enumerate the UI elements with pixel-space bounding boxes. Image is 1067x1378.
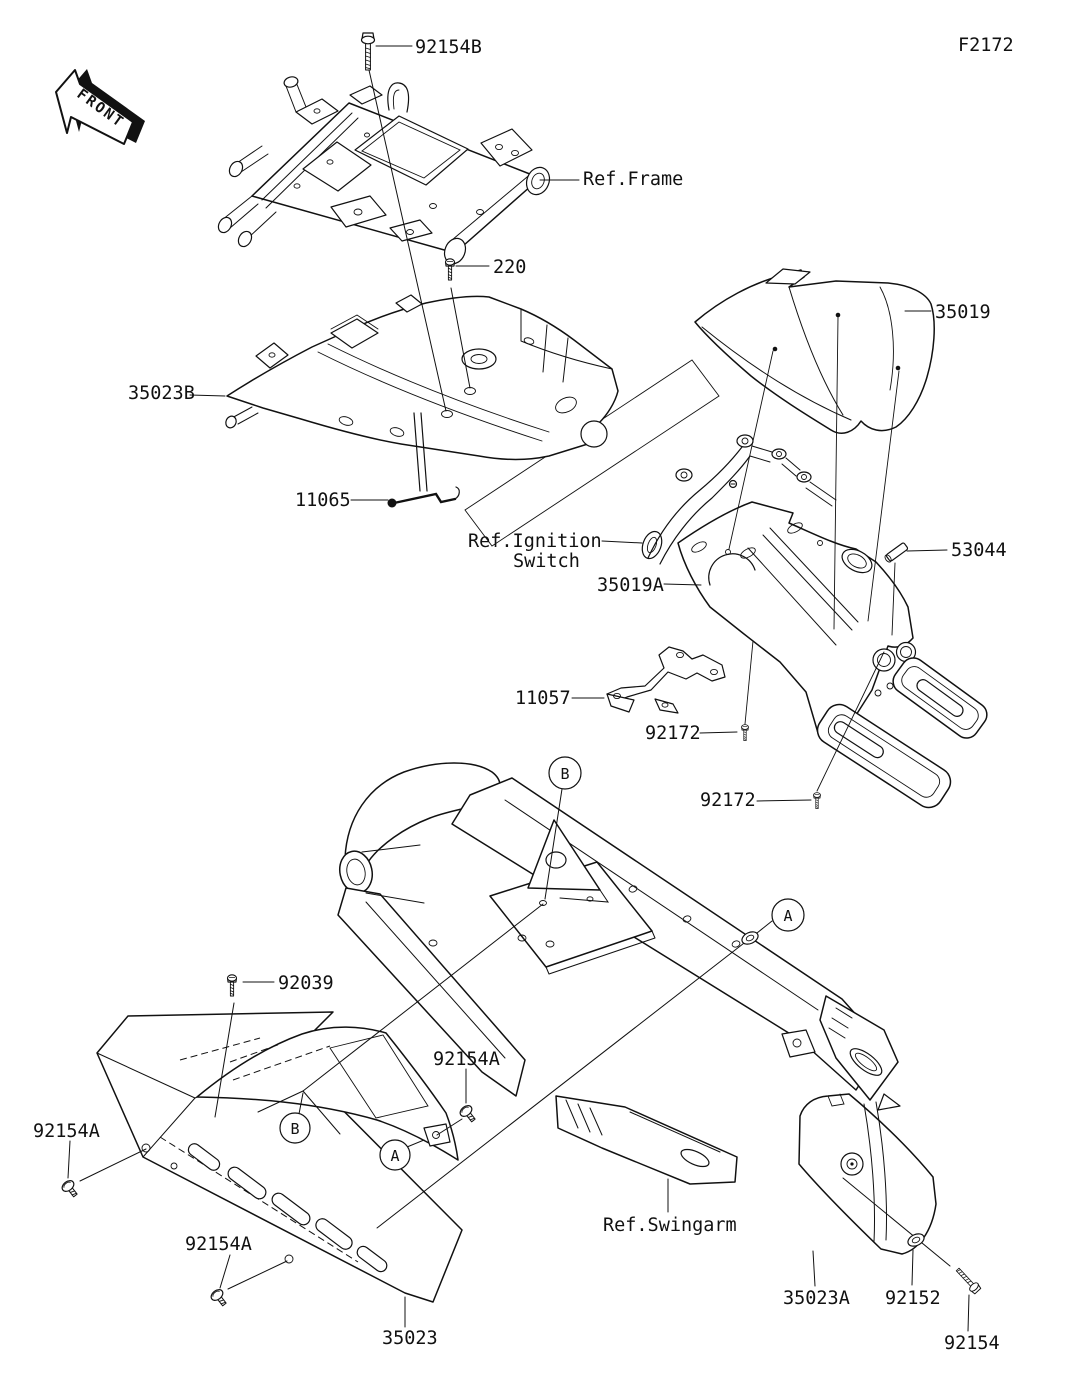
label-35019: 35019	[935, 302, 991, 323]
label-35019A: 35019A	[597, 575, 664, 596]
detail-sheet-outline	[464, 359, 720, 547]
cover-35023A	[798, 1093, 937, 1255]
label-ref-swingarm: Ref.Swingarm	[603, 1215, 737, 1236]
label-92172-upper: 92172	[645, 723, 701, 744]
pin-53044	[884, 542, 909, 563]
svg-text:A: A	[783, 907, 792, 925]
callout-b-hole	[539, 900, 547, 906]
label-11065: 11065	[295, 490, 351, 511]
label-92172-lower: 92172	[700, 790, 756, 811]
label-35023B: 35023B	[128, 383, 195, 404]
label-92154B: 92154B	[415, 37, 482, 58]
screw-220	[444, 258, 456, 281]
label-35023: 35023	[382, 1328, 438, 1349]
label-ref-ignition-1: Ref.Ignition	[468, 531, 602, 552]
fender-35019A	[677, 501, 988, 809]
label-11057: 11057	[515, 688, 571, 709]
hook-11065	[387, 412, 460, 508]
plate-bar-upper	[892, 657, 988, 739]
label-92152: 92152	[885, 1288, 941, 1309]
label-ref-ignition-2: Switch	[513, 551, 580, 572]
label-35023A: 35023A	[783, 1288, 850, 1309]
label-92154A-mid: 92154A	[185, 1234, 252, 1255]
label-92154A-right: 92154A	[433, 1049, 500, 1070]
screw-92154A-mid	[208, 1286, 231, 1310]
chain-cover-35023	[96, 1011, 463, 1303]
grab-loop	[387, 82, 410, 113]
svg-text:B: B	[560, 765, 569, 783]
callout-a-right: A	[771, 898, 805, 932]
bolt-92154B	[360, 32, 376, 71]
label-92039: 92039	[278, 973, 334, 994]
bolt-92154	[953, 1265, 983, 1296]
label-92154A-left: 92154A	[33, 1121, 100, 1142]
screw-92039	[226, 974, 238, 997]
callout-b-bottom: B	[279, 1112, 311, 1144]
svg-text:A: A	[390, 1147, 399, 1165]
swingarm	[337, 762, 901, 1185]
label-ref-frame: Ref.Frame	[583, 169, 683, 190]
screw-92154A-left	[59, 1177, 82, 1201]
rear-frame	[217, 76, 551, 265]
plate-bar-lower	[816, 703, 952, 809]
drawing-code: F2172	[958, 35, 1014, 56]
screw-92172-upper	[741, 724, 749, 742]
front-arrow: FRONT	[55, 69, 145, 145]
label-220: 220	[493, 257, 526, 278]
callout-a-bottom: A	[379, 1139, 411, 1171]
screw-92154A-right	[457, 1102, 480, 1126]
label-53044: 53044	[951, 540, 1007, 561]
bracket-11057	[606, 646, 726, 714]
assembly-lines	[79, 69, 951, 1290]
svg-text:B: B	[290, 1120, 299, 1138]
leader-lines	[67, 45, 970, 1332]
tray-35023B	[225, 294, 619, 461]
screw-92172-lower	[813, 792, 821, 810]
cover-35019	[694, 268, 935, 434]
callout-b-top: B	[548, 756, 582, 790]
label-92154: 92154	[944, 1333, 1000, 1354]
